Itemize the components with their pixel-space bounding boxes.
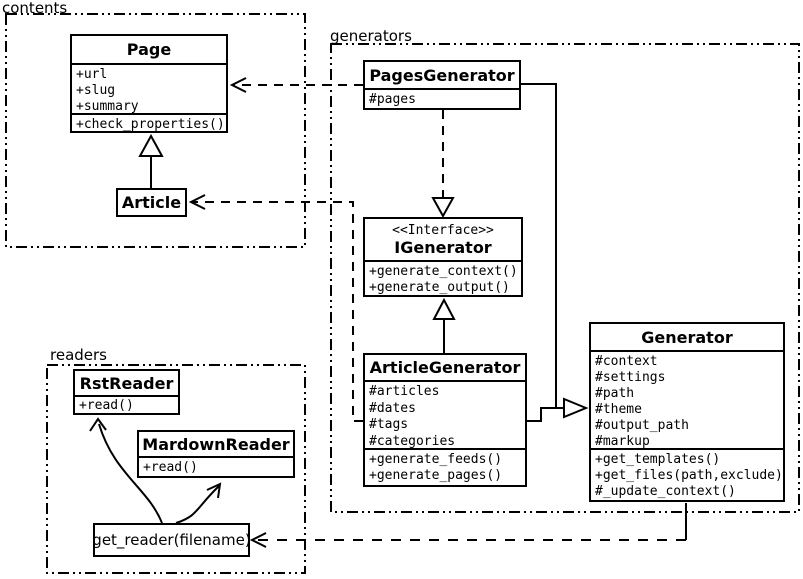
attribute: #path <box>595 386 635 401</box>
method: +check_properties() <box>76 117 225 132</box>
generators-package-label: generators <box>330 27 412 45</box>
getreader-rstreader-arrowhead <box>89 417 107 432</box>
get-reader-box: get_reader(filename) <box>92 523 251 557</box>
attribute: #tags <box>369 417 409 432</box>
method: +get_templates() <box>595 452 721 467</box>
method: +generate_feeds() <box>369 452 503 467</box>
articlegenerator-igenerator-triangle <box>432 297 456 320</box>
class-articlegenerator-methods: +generate_feeds() +generate_pages() <box>365 448 525 485</box>
articlegenerator-article-dependency-line <box>193 201 363 422</box>
attribute: #articles <box>369 384 440 399</box>
class-mardownreader-methods: +read() <box>139 456 293 476</box>
class-pagesgenerator-title: PagesGenerator <box>369 65 515 85</box>
class-generator-methods: +get_templates() +get_files(path,exclude… <box>591 448 783 500</box>
class-mardownreader-title: MardownReader <box>142 434 290 454</box>
class-mardownreader: MardownReader +read() <box>137 430 295 478</box>
attribute: #dates <box>369 400 416 416</box>
article-page-generalization-triangle <box>138 133 164 157</box>
getreader-mardownreader-arrow-curve <box>175 485 220 524</box>
class-articlegenerator: ArticleGenerator #articles #dates #tags … <box>363 353 527 487</box>
class-page-methods: +check_properties() <box>72 113 226 133</box>
class-articlegenerator-title: ArticleGenerator <box>369 358 521 377</box>
attribute: +summary <box>76 99 139 113</box>
generator-getreader-dependency-arrowhead <box>249 532 267 548</box>
attribute: +slug <box>76 83 116 98</box>
pagesgenerator-generator-line <box>521 83 564 409</box>
class-rstreader-methods: +read() <box>75 395 178 413</box>
attribute: #output_path <box>595 418 689 433</box>
interface-stereotype: <<Interface>> <box>392 222 494 238</box>
class-page-title: Page <box>126 40 172 59</box>
readers-package-label: readers <box>50 346 107 364</box>
class-pagesgenerator: PagesGenerator #pages <box>363 60 521 110</box>
method: +read() <box>79 398 134 413</box>
interface-igenerator: <<Interface>> IGenerator +generate_conte… <box>363 217 523 297</box>
class-rstreader: RstReader +read() <box>73 369 180 415</box>
attribute: #categories <box>369 433 456 449</box>
attribute: #pages <box>369 92 416 107</box>
attribute: +url <box>76 67 108 82</box>
class-articlegenerator-attributes: #articles #dates #tags #categories <box>365 380 525 448</box>
interface-igenerator-methods: +generate_context() +generate_output() <box>365 260 521 295</box>
attribute: #theme <box>595 402 642 417</box>
method: #_update_context() <box>595 484 736 499</box>
class-generator: Generator #context #settings #path #them… <box>589 322 785 502</box>
class-generator-title: Generator <box>641 327 733 347</box>
attribute: #settings <box>595 370 666 385</box>
class-page-attributes: +url +slug +summary <box>72 63 226 113</box>
interface-igenerator-header: <<Interface>> IGenerator <box>365 219 521 260</box>
class-page: Page +url +slug +summary +check_properti… <box>70 34 228 133</box>
generator-generalization-triangle <box>563 397 589 419</box>
attribute: #context <box>595 354 658 369</box>
class-generator-attributes: #context #settings #path #theme #output_… <box>591 350 783 448</box>
method: +generate_context() <box>369 264 518 279</box>
pagesgenerator-page-dependency-arrowhead <box>229 77 247 93</box>
method: +generate_output() <box>369 280 510 295</box>
get-reader-label: get_reader(filename) <box>92 531 251 549</box>
class-rstreader-title: RstReader <box>79 373 174 393</box>
interface-igenerator-title: IGenerator <box>394 237 492 257</box>
attribute: #markup <box>595 434 650 448</box>
articlegenerator-article-dependency-arrowhead <box>188 194 206 210</box>
articlegenerator-generator-line <box>527 407 556 422</box>
method: +get_files(path,exclude) <box>595 468 783 483</box>
method: +read() <box>143 460 198 475</box>
method: +generate_pages() <box>369 468 503 483</box>
getreader-mardownreader-arrowhead <box>206 482 222 499</box>
contents-package-label: contents <box>2 0 68 17</box>
class-pagesgenerator-attributes: #pages <box>365 88 519 108</box>
pagesgenerator-igenerator-realization-triangle <box>431 197 455 219</box>
class-article: Article <box>116 188 187 217</box>
class-article-title: Article <box>121 193 182 212</box>
